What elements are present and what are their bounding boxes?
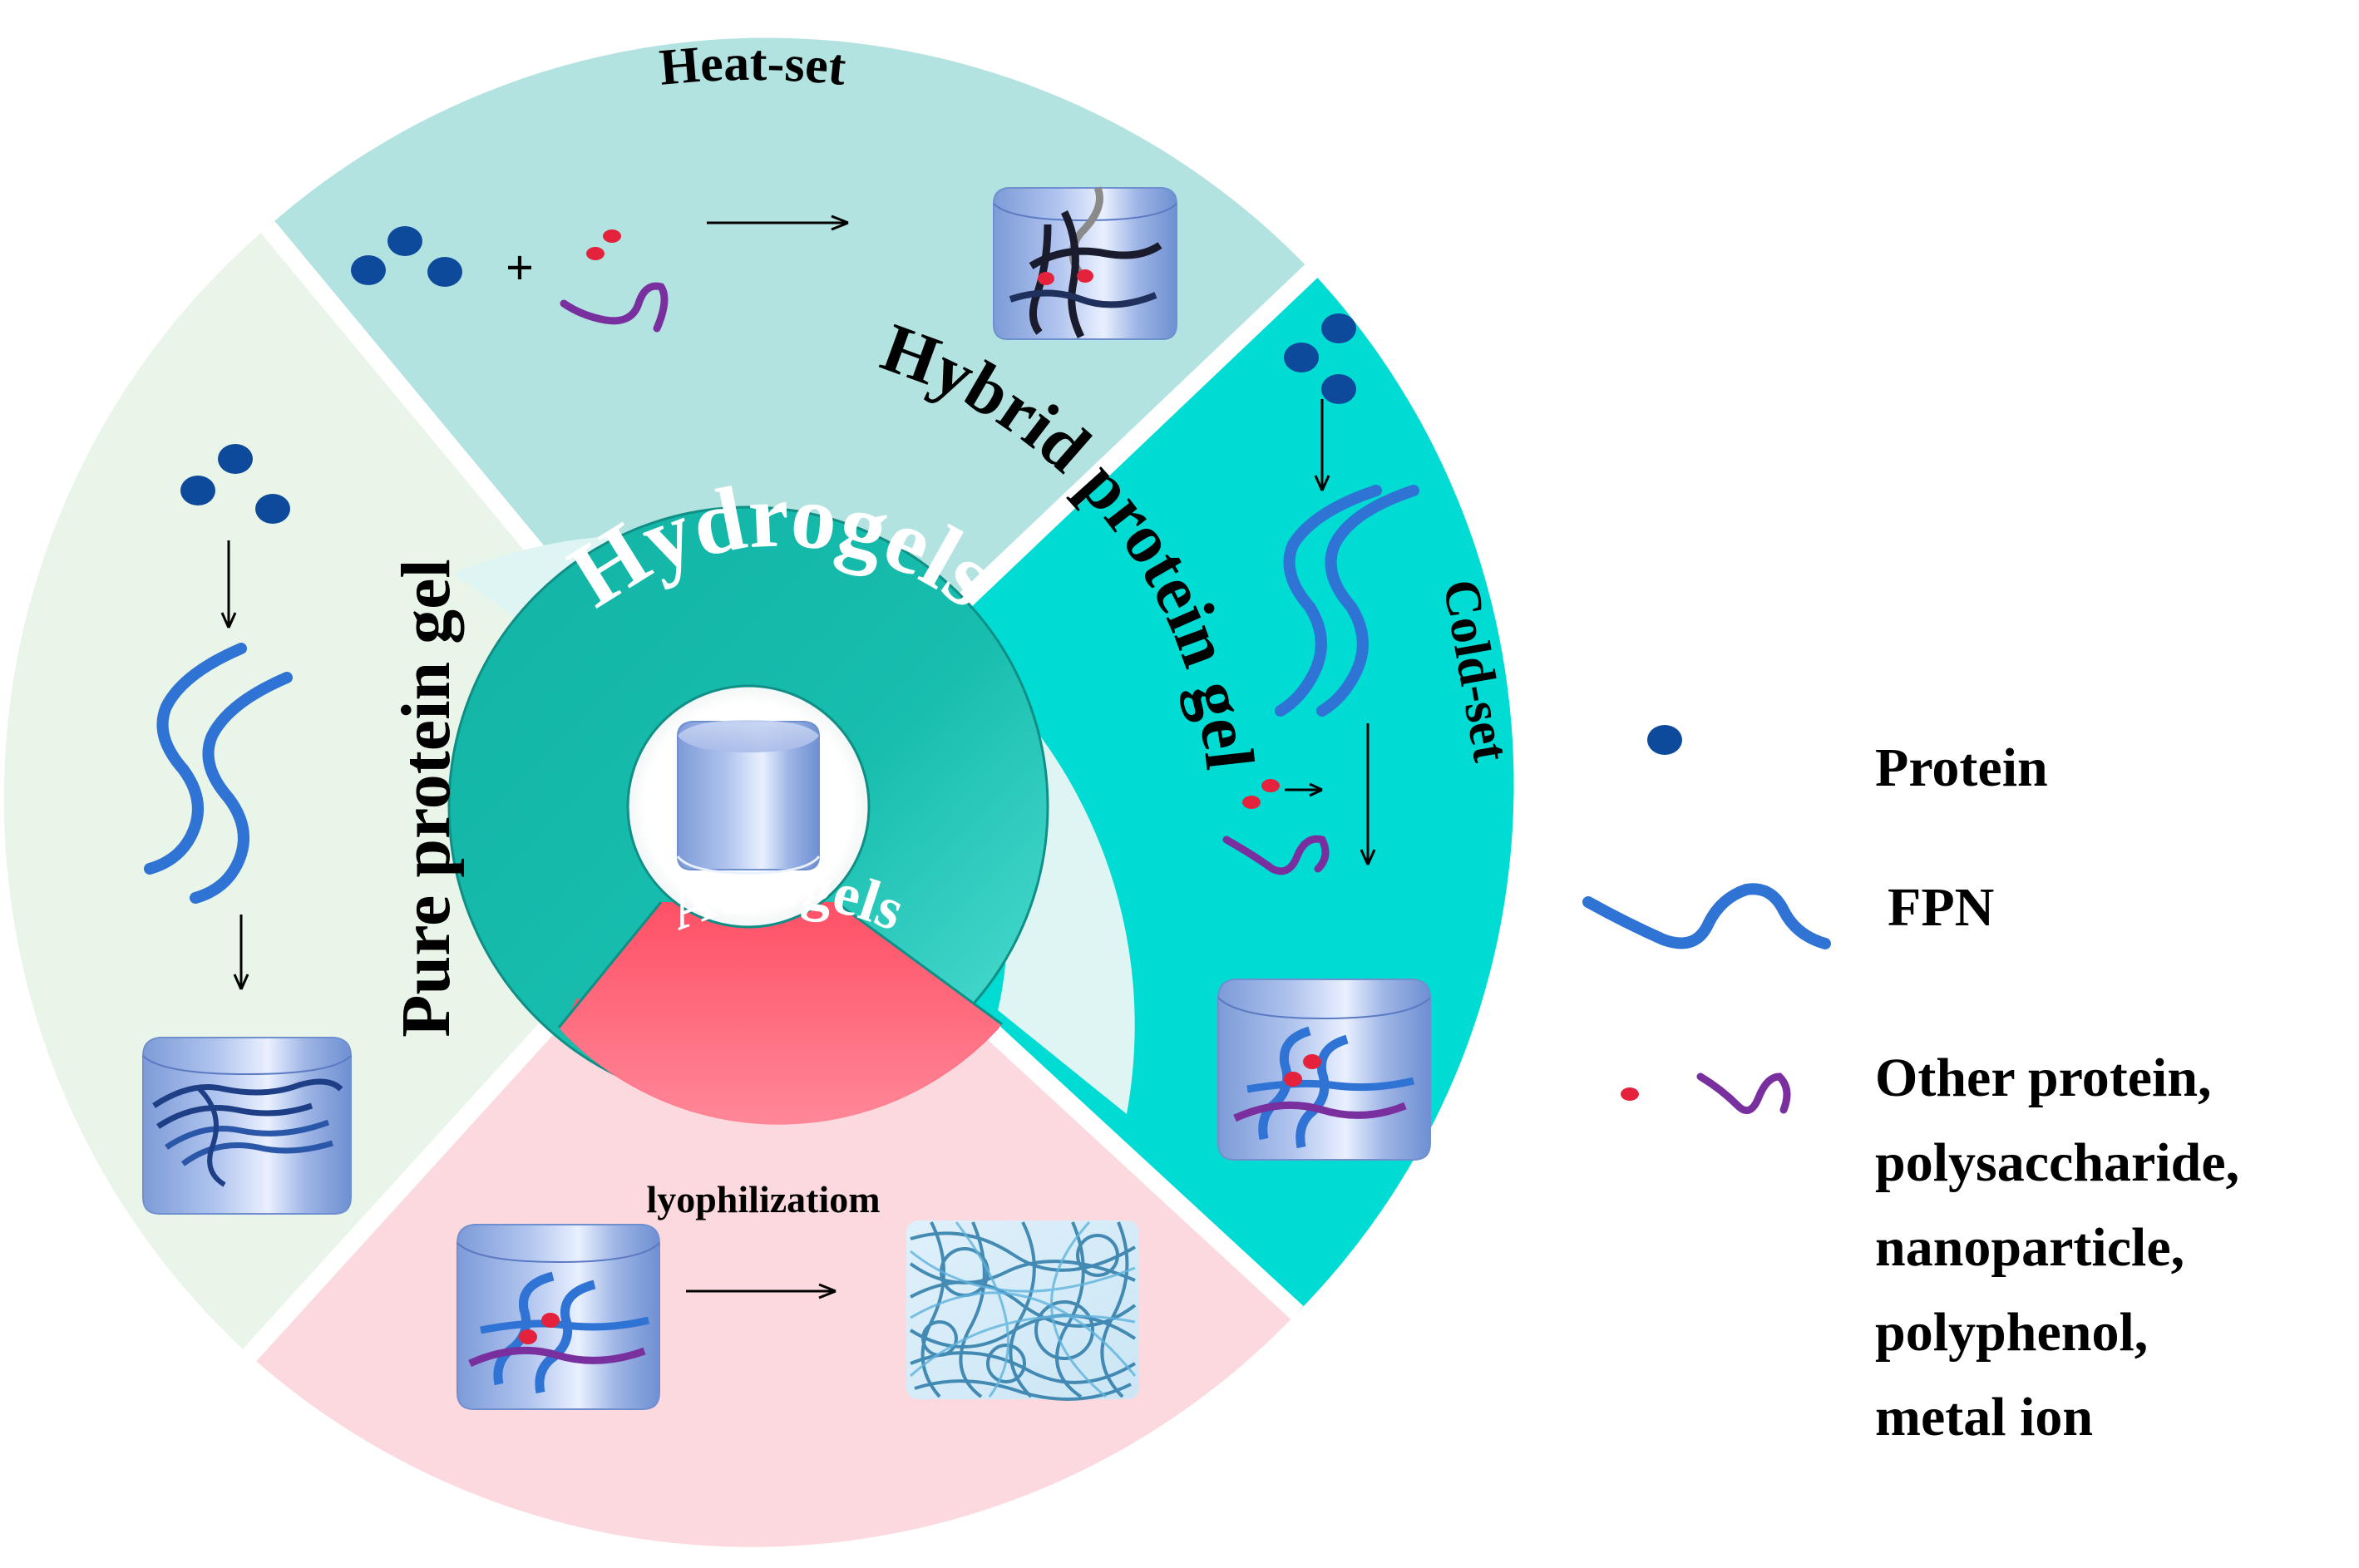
other-dot [1261, 779, 1280, 792]
legend-fpn-label: FPN [1888, 877, 1994, 938]
arrow-right [1285, 782, 1323, 797]
legend-protein-label: Protein [1875, 737, 2048, 798]
fpn-strand [144, 643, 247, 875]
other-dot [586, 247, 605, 260]
legend-other-dot-icon [1621, 1087, 1639, 1101]
legend-fpn-icon [1582, 883, 1831, 949]
hydrogel-cube [457, 1224, 660, 1410]
other-strand [1222, 835, 1330, 875]
central-gel-cube [676, 720, 821, 875]
legend-other-line-4: polyphenol, [1875, 1302, 2148, 1363]
protein-dot [427, 257, 462, 287]
arrow-down [220, 540, 237, 629]
hybrid-gel-cube [993, 186, 1177, 340]
legend-other-line-5: metal ion [1875, 1387, 2093, 1447]
legend: Protein FPN Other protein, polysaccharid… [1582, 725, 2239, 1447]
protein-dot [351, 255, 386, 285]
heat-set-label: Heat-set [657, 35, 848, 96]
protein-dot [218, 444, 253, 474]
protein-dot [1321, 313, 1356, 343]
legend-protein-icon [1647, 725, 1682, 755]
aerogel-scheme: lyophilizatiom [457, 1178, 1139, 1410]
pure-protein-gel-label: Pure protein gel [387, 559, 465, 1038]
legend-other-strand-icon [1696, 1072, 1791, 1115]
pure-gel-scheme [142, 444, 352, 1215]
aerogel-fibre-network [906, 1220, 1139, 1401]
fpn-strand [1275, 485, 1382, 717]
pure-gel-cube [142, 1037, 352, 1215]
fpn-strand [190, 672, 293, 904]
lyophilization-label: lyophilizatiom [646, 1178, 880, 1220]
protein-dot [387, 226, 422, 256]
cold-set-scheme [1217, 313, 1431, 1161]
protein-dot [1284, 343, 1319, 372]
arrow-down [1360, 723, 1376, 865]
plus-sign: + [506, 240, 534, 295]
aerogels-wedge [559, 902, 1002, 1124]
protein-dot [180, 476, 215, 505]
legend-other-line-2: polysaccharide, [1875, 1132, 2239, 1193]
cold-set-gel-cube [1217, 979, 1431, 1161]
arrow-down [1314, 399, 1330, 491]
arrow-right [707, 214, 849, 231]
arrow-down [233, 915, 249, 990]
other-dot [603, 229, 621, 243]
arrow-right [686, 1283, 837, 1299]
other-strand [560, 282, 669, 333]
legend-other-line-3: nanoparticle, [1875, 1217, 2184, 1278]
other-dot [1242, 796, 1261, 809]
protein-dot [255, 494, 290, 524]
protein-dot [1321, 374, 1356, 404]
heat-set-scheme: + [351, 186, 1177, 340]
fpn-strand [1316, 485, 1419, 717]
legend-other-line-1: Other protein, [1875, 1048, 2212, 1108]
